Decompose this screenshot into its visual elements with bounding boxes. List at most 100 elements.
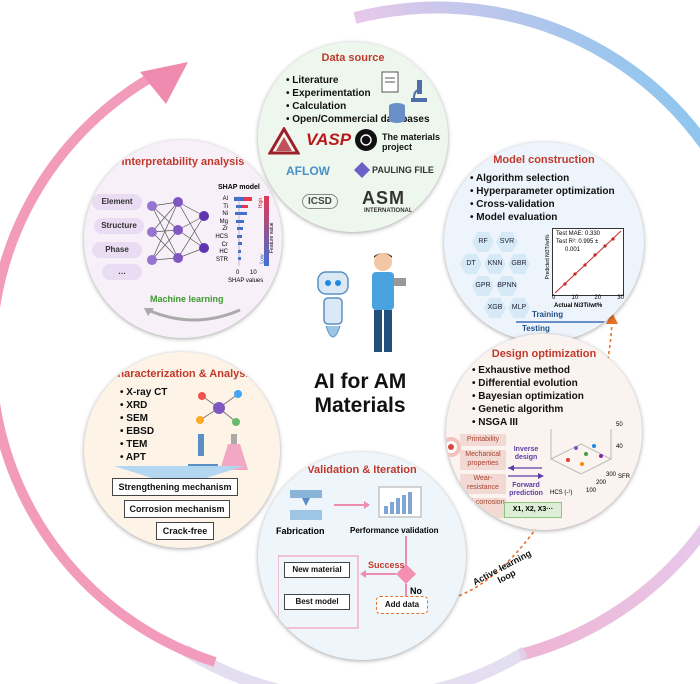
model-hex-mlp: MLP	[508, 298, 530, 318]
interpretability-title: Interpretability analysis	[121, 156, 245, 168]
x-axis-300: 300	[606, 472, 617, 478]
pill-structure: Structure	[94, 218, 144, 234]
center-title-line1: AI for AM	[313, 370, 407, 393]
crack-free-box: Crack-free	[156, 522, 214, 540]
success-label: Success	[368, 560, 405, 570]
parity-ticks: 0 10 20 30	[552, 295, 624, 301]
shap-feature: Ti	[223, 203, 228, 210]
test-mae: Test MAE: 0.330	[556, 231, 601, 237]
list-item: X-ray CT	[120, 386, 167, 399]
materials-project-icon	[355, 129, 377, 151]
no-label: No	[410, 586, 422, 596]
pauling-icon	[354, 162, 370, 178]
model-construction-list: Algorithm selection Hyperparameter optim…	[470, 172, 615, 224]
triangle-logo-icon	[268, 127, 300, 155]
list-item: Genetic algorithm	[472, 403, 584, 416]
pauling-file-logo: PAULING FILE	[372, 165, 434, 175]
model-hex-bpnn: BPNN	[496, 276, 518, 296]
shap-beeswarm	[234, 196, 252, 266]
new-material-box: New material	[284, 562, 350, 578]
design-variables: X1, X2, X3···	[504, 502, 562, 518]
list-item: EBSD	[120, 425, 167, 438]
shap-title: SHAP model	[218, 184, 260, 191]
center-title: AI for AM Materials	[290, 370, 430, 418]
fabrication-label: Fabrication	[276, 526, 325, 536]
model-hex-svr: SVR	[496, 232, 518, 252]
colorbar-high: High	[258, 197, 265, 209]
model-construction-title: Model construction	[493, 154, 595, 166]
parity-xlabel: Actual Ni3Ti/wt%	[554, 303, 603, 309]
chart-icon	[378, 486, 422, 518]
list-item: Experimentation	[286, 87, 430, 100]
model-hex-rf: RF	[472, 232, 494, 252]
robot-icon	[317, 271, 349, 338]
test-r2-2: 0.001	[565, 247, 581, 253]
z-axis-40: 40	[616, 444, 623, 450]
icsd-logo: ICSD	[302, 194, 338, 209]
parity-plot: Test MAE: 0.330 Test R²: 0.995 ± 0.001	[552, 228, 624, 296]
microscope-icon	[411, 80, 427, 102]
tick-label: 10	[571, 295, 579, 301]
list-item: Calculation	[286, 100, 430, 113]
asm-logo: ASM	[362, 188, 405, 208]
model-hex-xgb: XGB	[484, 298, 506, 318]
tick-label: 0	[552, 295, 556, 301]
shap-feature: HC	[219, 249, 228, 256]
vasp-logo: VASP	[306, 130, 352, 149]
parity-line	[554, 230, 622, 294]
list-item: Model evaluation	[470, 211, 615, 224]
list-item: Algorithm selection	[470, 172, 615, 185]
scatter-3d-plot	[549, 429, 613, 475]
design-arrows	[508, 465, 544, 479]
corrosion-box: Corrosion mechanism	[124, 500, 230, 518]
list-item: APT	[120, 451, 167, 464]
design-optimization-title: Design optimization	[491, 348, 597, 360]
tick-label: 30	[617, 295, 624, 301]
best-model-box: Best model	[284, 594, 350, 610]
neural-network-icon	[147, 197, 209, 265]
materials-project-logo: The materials project	[382, 132, 441, 152]
property-corrosion: Anti-corrosion	[460, 498, 506, 518]
list-item: Differential evolution	[472, 377, 584, 390]
performance-label: Performance validation	[350, 526, 439, 535]
fab-to-perf-arrow	[334, 501, 370, 509]
list-item: Literature	[286, 74, 430, 87]
z-axis-50: 50	[616, 422, 623, 428]
interpretability-circle: Interpretability analysis Element Struct…	[84, 140, 282, 338]
property-wear: Wear-resistance	[460, 474, 506, 494]
model-hex-knn: KNN	[484, 254, 506, 274]
scientist-icon	[372, 253, 406, 352]
list-item: XRD	[120, 399, 167, 412]
model-hex-gpr: GPR	[472, 276, 494, 296]
aflow-logo: AFLOW	[286, 164, 330, 178]
characterization-list: X-ray CT XRD SEM EBSD TEM APT	[120, 386, 167, 464]
shap-tick-0: 0	[236, 270, 240, 276]
validation-title: Validation & Iteration	[307, 464, 417, 476]
document-icon	[381, 71, 399, 93]
pill-phase: Phase	[92, 242, 142, 258]
list-item: TEM	[120, 438, 167, 451]
tick-label: 20	[594, 295, 602, 301]
list-item: Exhaustive method	[472, 364, 584, 377]
shap-feature-list: Al Ti Ni Mg Zr HCS Cr HC STR	[214, 196, 228, 264]
shap-feature: Zr	[222, 226, 228, 233]
sfr-axis-label: SFR (%)	[618, 474, 641, 480]
shap-feature: HCS	[215, 233, 228, 240]
shap-xlabel: SHAP values	[228, 278, 264, 284]
molecule-icon	[196, 390, 242, 426]
property-mechanical: Mechanical properties	[460, 450, 506, 470]
shap-tick-10: 10	[250, 270, 257, 276]
shap-feature: Cr	[221, 241, 228, 248]
shap-feature: STR	[216, 256, 228, 263]
list-item: NSGA III	[472, 416, 584, 429]
strengthening-box: Strengthening mechanism	[112, 478, 238, 496]
decision-flow	[278, 536, 416, 629]
list-item: Bayesian optimization	[472, 390, 584, 403]
printer-icon	[290, 490, 322, 520]
list-item: Open/Commercial databases	[286, 113, 429, 126]
shap-feature: Ni	[222, 211, 228, 218]
model-hex-gbr: GBR	[508, 254, 530, 274]
shap-feature: Mg	[219, 218, 228, 225]
forward-prediction-label: Forward prediction	[509, 482, 543, 497]
